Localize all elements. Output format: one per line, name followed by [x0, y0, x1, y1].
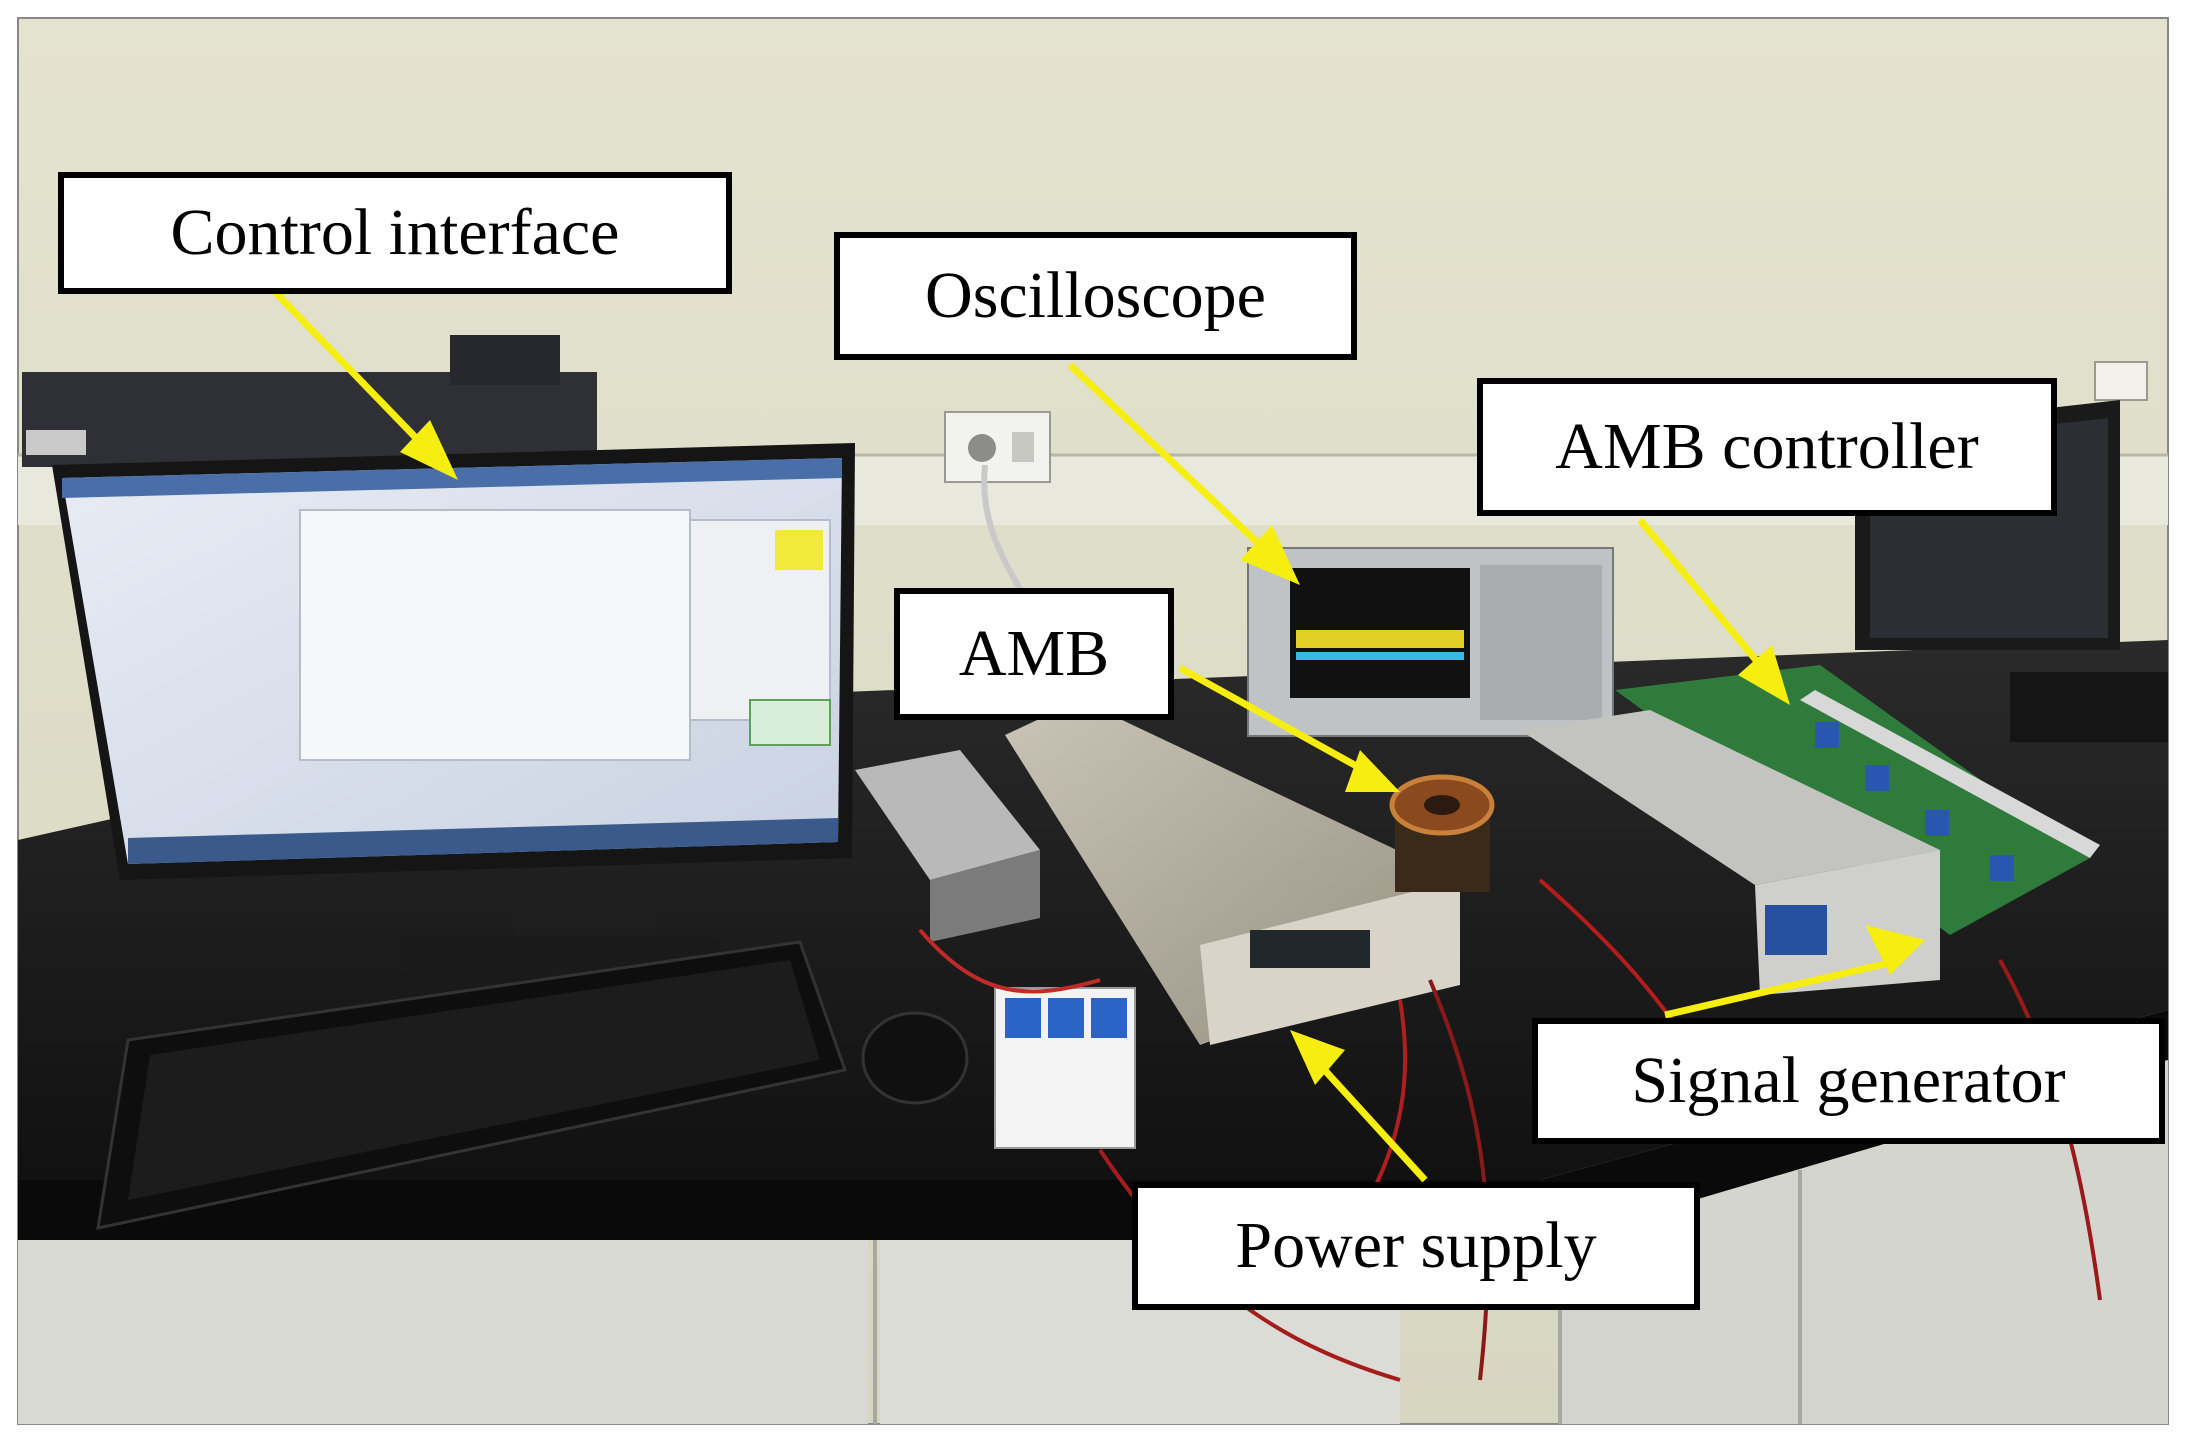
arrow-power-supply-head — [1290, 1030, 1345, 1085]
arrow-signal-generator — [1664, 956, 1903, 1019]
label-amb-controller: AMB controller — [1477, 378, 2057, 516]
arrow-control-interface-head — [400, 420, 458, 480]
arrow-signal-generator-head — [1865, 925, 1925, 975]
small-power-unit — [855, 750, 1040, 942]
arrow-control-interface — [272, 289, 421, 443]
wall-switch — [2094, 361, 2148, 401]
arrow-oscilloscope — [1067, 362, 1263, 548]
power-supply-device — [1005, 700, 1460, 1045]
label-power-supply: Power supply — [1132, 1182, 1700, 1310]
label-control-interface: Control interface — [58, 172, 732, 294]
label-signal-generator: Signal generator — [1532, 1018, 2165, 1144]
monitor — [52, 443, 855, 970]
arrow-power-supply — [1317, 1062, 1428, 1183]
arrow-amb-controller — [1637, 517, 1763, 668]
printer — [22, 335, 597, 467]
arrow-oscilloscope-head — [1240, 525, 1300, 585]
arrow-amb-controller-head — [1738, 645, 1790, 705]
signal-generator-device — [1520, 710, 1940, 995]
amb-controller-board — [1615, 665, 2100, 935]
amb-device — [1389, 774, 1495, 892]
label-oscilloscope: Oscilloscope — [834, 232, 1357, 360]
arrow-amb-head — [1345, 750, 1400, 792]
keyboard — [96, 940, 847, 1230]
mouse — [861, 1011, 969, 1105]
annotation-arrows — [272, 289, 1925, 1183]
wall-socket — [944, 411, 1051, 483]
oscilloscope-device — [1247, 547, 1614, 737]
label-amb: AMB — [894, 588, 1174, 720]
arrow-amb — [1178, 664, 1362, 772]
circuit-breakers — [994, 987, 1136, 1149]
